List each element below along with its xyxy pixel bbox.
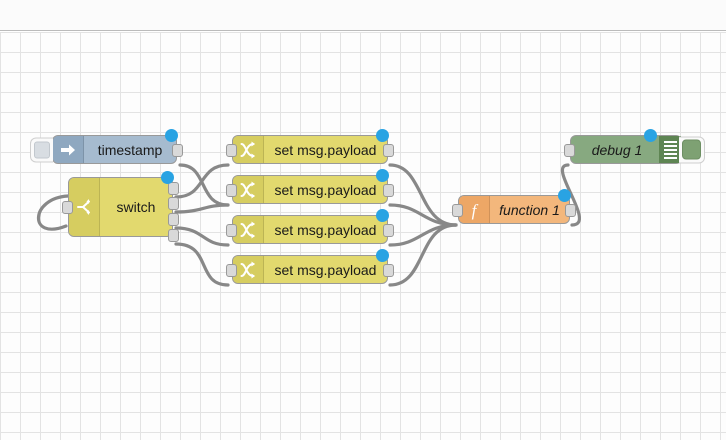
wire-inject-to-change2: [178, 163, 230, 207]
output-port-0[interactable]: [383, 224, 394, 237]
svg-text:f: f: [472, 201, 479, 220]
node-change-2[interactable]: set msg.payload: [226, 169, 394, 204]
inject-trigger-button[interactable]: [30, 137, 53, 162]
wire-change1-to-function: [388, 163, 458, 227]
wire-switch1-to-change2: [174, 203, 230, 214]
output-port-0[interactable]: [383, 264, 394, 277]
node-change-3[interactable]: set msg.payload: [226, 209, 394, 244]
input-port-0[interactable]: [226, 144, 237, 157]
node-label: debug 1: [591, 141, 643, 158]
unsaved-changes-dot: [376, 209, 389, 222]
unsaved-changes-dot: [644, 129, 657, 142]
node-label: function 1: [499, 201, 560, 218]
output-port-2[interactable]: [168, 213, 179, 226]
input-port-0[interactable]: [226, 264, 237, 277]
unsaved-changes-dot: [376, 129, 389, 142]
input-port-0[interactable]: [62, 201, 73, 214]
wire-change4-to-function: [388, 223, 458, 287]
node-label: set msg.payload: [274, 261, 377, 278]
node-label: set msg.payload: [274, 141, 377, 158]
node-inject-timestamp[interactable]: timestamp: [30, 129, 183, 164]
output-port-0[interactable]: [168, 182, 179, 195]
shuffle-icon: [233, 176, 264, 203]
wire-change2-to-function: [388, 203, 458, 227]
editor-header-bar: [0, 0, 726, 31]
function-f-icon: f: [459, 196, 490, 223]
arrow-right-icon: [53, 136, 84, 163]
wire-switch0-to-change1: [174, 163, 230, 199]
flow-canvas[interactable]: timestamp switch: [0, 32, 726, 440]
output-port-1[interactable]: [168, 197, 179, 210]
inject-trigger-pad: [34, 141, 50, 158]
output-port-0[interactable]: [383, 184, 394, 197]
debug-toggle-pad: [682, 139, 701, 160]
output-port-0[interactable]: [383, 144, 394, 157]
wire-switch2-to-change3: [174, 226, 230, 247]
output-port-0[interactable]: [565, 204, 576, 217]
output-port-3[interactable]: [168, 229, 179, 242]
input-port-0[interactable]: [452, 204, 463, 217]
node-label: set msg.payload: [274, 221, 377, 238]
node-switch[interactable]: switch: [62, 171, 179, 242]
input-port-0[interactable]: [226, 224, 237, 237]
node-function-1[interactable]: f function 1: [452, 189, 576, 224]
shuffle-icon: [233, 216, 264, 243]
output-port-0[interactable]: [172, 144, 183, 157]
node-label: set msg.payload: [274, 181, 377, 198]
wire-switch3-to-change4: [174, 242, 230, 287]
unsaved-changes-dot: [161, 171, 174, 184]
shuffle-icon: [233, 136, 264, 163]
node-change-1[interactable]: set msg.payload: [226, 129, 394, 164]
node-debug-1[interactable]: debug 1: [564, 129, 705, 164]
node-change-4[interactable]: set msg.payload: [226, 249, 394, 284]
unsaved-changes-dot: [376, 249, 389, 262]
debug-lines-icon: [659, 136, 681, 163]
unsaved-changes-dot: [376, 169, 389, 182]
shuffle-icon: [233, 256, 264, 283]
switch-branch-icon: [69, 178, 100, 236]
unsaved-changes-dot: [558, 189, 571, 202]
debug-enable-toggle[interactable]: [679, 136, 705, 163]
unsaved-changes-dot: [165, 129, 178, 142]
node-label: timestamp: [97, 141, 163, 158]
wire-change3-to-function: [388, 223, 458, 247]
input-port-0[interactable]: [226, 184, 237, 197]
input-port-0[interactable]: [564, 144, 575, 157]
node-label: switch: [116, 199, 156, 215]
